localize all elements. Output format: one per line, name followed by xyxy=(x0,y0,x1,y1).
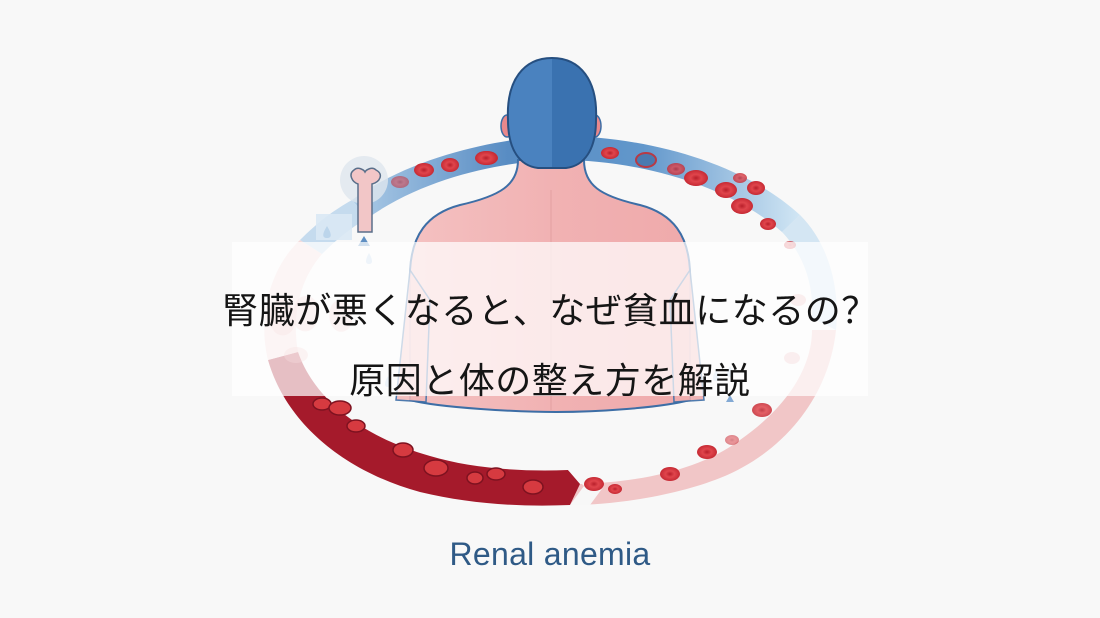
page-title-line-2: 原因と体の整え方を解説 xyxy=(349,360,751,402)
red-blood-cells xyxy=(312,147,806,495)
english-subtitle: Renal anemia xyxy=(449,536,651,572)
head-icon xyxy=(506,56,598,169)
page-title-line-1: 腎臓が悪くなると、なぜ貧血になるの？ xyxy=(222,291,878,333)
title-overlay-band xyxy=(232,242,868,396)
